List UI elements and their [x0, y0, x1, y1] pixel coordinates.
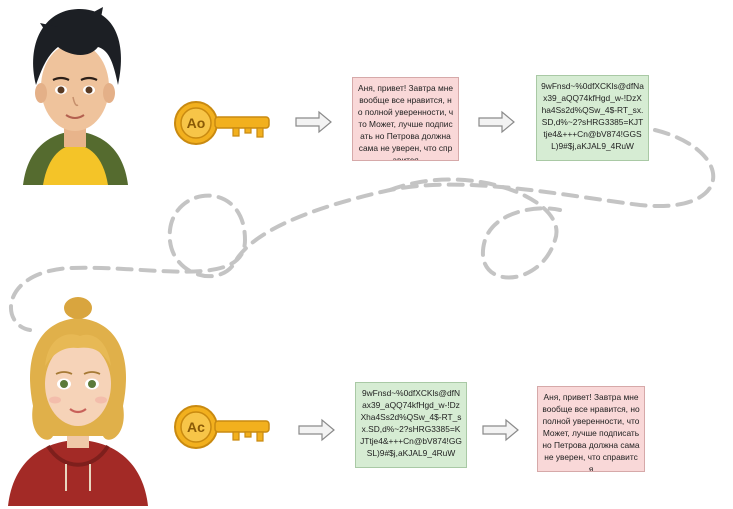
boy-avatar [23, 7, 128, 185]
key-label: Ac [187, 419, 205, 435]
key-icon: Ac [174, 405, 270, 449]
ciphertext-message-bottom: 9wFnsd~%0dfXCKls@dfNax39_aQQ74kfHgd_w-!D… [355, 382, 467, 468]
key-label: Ao [187, 115, 206, 131]
plaintext-message-bottom: Аня, привет! Завтра мне вообще все нрави… [537, 386, 645, 472]
arrow-right-icon [478, 110, 515, 134]
girl-avatar [8, 297, 148, 506]
ciphertext-message-top: 9wFnsd~%0dfXCKls@dfNax39_aQQ74kfHgd_w-!D… [536, 75, 649, 161]
arrow-right-icon [482, 418, 519, 442]
plaintext-message-top: Аня, привет! Завтра мне вообще все нрави… [352, 77, 459, 161]
arrow-right-icon [298, 418, 335, 442]
key-icon: Ao [174, 101, 270, 145]
arrow-right-icon [295, 110, 332, 134]
